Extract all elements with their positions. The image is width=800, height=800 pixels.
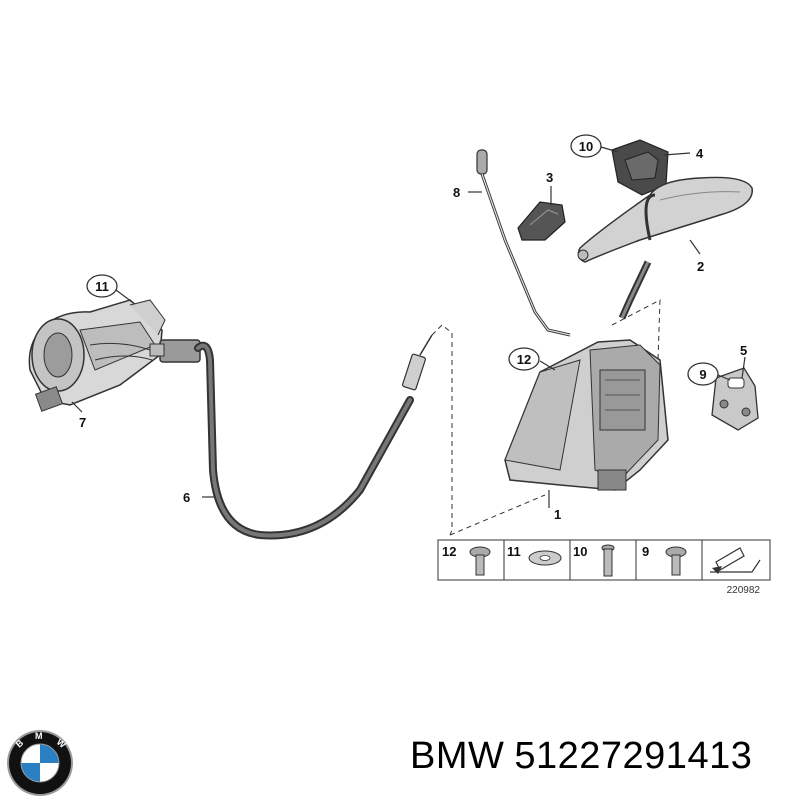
legend-number-9: 9 — [642, 544, 649, 559]
drawing-number: 220982 — [727, 585, 761, 596]
fastener-legend-table: 12 11 10 9 — [437, 539, 771, 596]
callout-1: 1 — [554, 507, 561, 522]
part-number: 51227291413 — [514, 735, 753, 777]
callout-9: 9 — [699, 367, 706, 382]
callout-12-circle: 12 — [508, 347, 540, 371]
part-5-striker — [711, 367, 759, 431]
bolt-icon — [601, 544, 615, 577]
svg-text:M: M — [35, 731, 43, 741]
legend-cell-10: 10 — [573, 544, 615, 577]
callout-labels: 1 2 3 4 5 6 7 8 9 10 11 12 — [79, 134, 747, 522]
torx-screw-icon — [665, 546, 687, 576]
part-2-door-handle — [577, 176, 753, 320]
callout-5: 5 — [740, 343, 747, 358]
callout-10: 10 — [579, 139, 593, 154]
callout-7: 7 — [79, 415, 86, 430]
legend-cell-12: 12 — [442, 544, 491, 576]
callout-11-circle: 11 — [86, 274, 118, 298]
callout-6: 6 — [183, 490, 190, 505]
mounting-arrow-icon — [710, 547, 761, 574]
callout-10-circle: 10 — [570, 134, 602, 158]
part-3-bracket — [517, 201, 566, 241]
leader-lines — [71, 146, 746, 508]
washer-icon — [528, 550, 562, 566]
part-4-handle-carrier — [611, 139, 669, 196]
callout-2: 2 — [697, 259, 704, 274]
part-7-lock-cylinder — [28, 299, 166, 412]
legend-number-12: 12 — [442, 544, 456, 559]
part-6-cable — [149, 334, 433, 540]
callout-12: 12 — [517, 352, 531, 367]
torx-screw-icon — [469, 546, 491, 576]
legend-number-11: 11 — [507, 544, 521, 559]
part-1-door-lock — [504, 339, 669, 491]
callout-9-circle: 9 — [687, 362, 719, 386]
svg-text:B: B — [14, 737, 26, 749]
legend-cell-9: 9 — [642, 544, 687, 576]
callout-11: 11 — [95, 279, 109, 294]
legend-cell-11: 11 — [507, 544, 562, 566]
legend-number-10: 10 — [573, 544, 587, 559]
bmw-logo: B M W — [7, 730, 73, 796]
brand-name: BMW — [410, 735, 505, 777]
callout-8: 8 — [453, 185, 460, 200]
callout-3: 3 — [546, 170, 553, 185]
part-8-rod — [476, 149, 571, 337]
dashed-guide-lines — [431, 299, 661, 536]
callout-4: 4 — [696, 146, 704, 161]
